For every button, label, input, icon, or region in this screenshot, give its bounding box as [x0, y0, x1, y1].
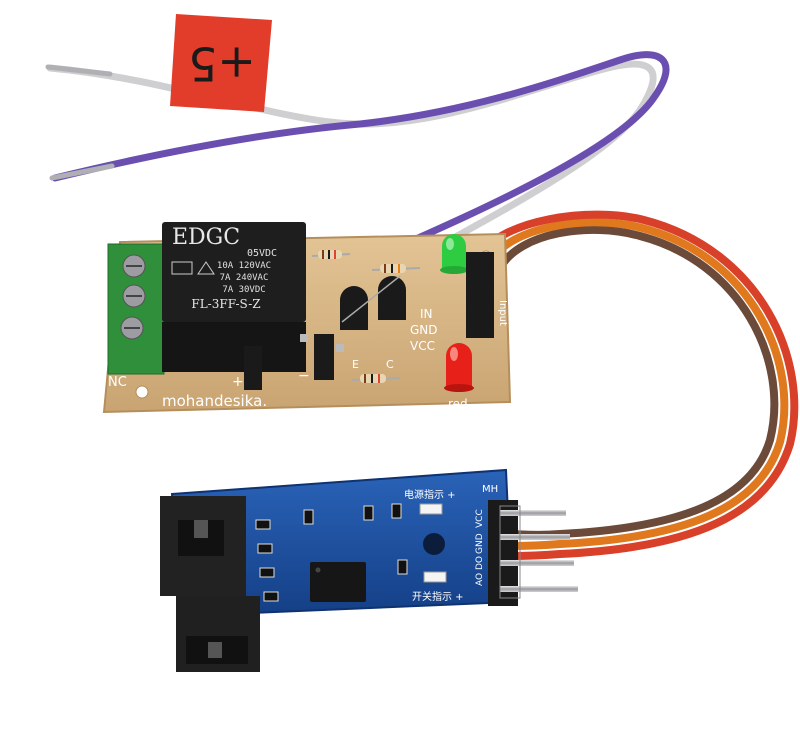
relay-model: FL-3FF-S-Z [191, 297, 260, 311]
switch-led [423, 571, 447, 583]
resistor-bottom [351, 374, 401, 383]
green-led [440, 234, 468, 274]
label-minus: − [298, 368, 310, 384]
warning-triangle-icon [197, 261, 215, 275]
relay-brand: EDGC [172, 225, 240, 250]
label-input: Input [497, 300, 508, 326]
resistor-top [311, 250, 351, 259]
label-in: IN [420, 307, 433, 321]
label-plus: + [232, 374, 244, 390]
smd-resistor [363, 505, 374, 521]
relay-rating-3: 7A 30VDC [222, 285, 265, 295]
wire-orange [486, 218, 789, 550]
power-indicator-label: 电源指示 + [404, 488, 456, 501]
label-gnd: GND [410, 323, 438, 337]
jumper-plus [244, 346, 262, 390]
relay-component: EDGC 05VDC 10A 120VAC 7A 240VAC 7A 30VDC… [162, 222, 306, 372]
smd-resistor [303, 509, 314, 525]
resistor-middle [371, 264, 421, 273]
red-led [444, 343, 474, 392]
jumper-minus [314, 334, 334, 380]
smd-resistor [263, 591, 279, 602]
label-red: red [448, 397, 468, 411]
switch-indicator-label: 开关指示 + [412, 590, 464, 603]
label-gnd: GND [475, 533, 485, 554]
transistor-1 [340, 286, 368, 330]
terminal-block [107, 243, 165, 375]
header-pins [499, 505, 578, 599]
label-ao: AO [475, 573, 485, 586]
wire-brown [496, 225, 779, 539]
smd-resistor [257, 543, 273, 554]
label-do: DO [475, 556, 485, 570]
sensor-board: 电源指示 + 开关指示 + MH VCC GND DO AO [160, 468, 578, 672]
tag-label: +5 [188, 37, 256, 91]
maker-label: mohandesika. [162, 392, 267, 410]
label-c: C [386, 358, 394, 371]
label-mh: MH [482, 484, 498, 495]
relay-rating-2: 7A 240VAC [220, 273, 269, 283]
smd-resistor [391, 503, 402, 519]
label-nc: NC [108, 375, 127, 390]
ic-chip [310, 562, 366, 602]
header-connector [466, 252, 494, 338]
power-led [419, 503, 443, 515]
white-wire-tip [45, 64, 113, 77]
smd-resistor [259, 567, 275, 578]
cert-mark-icon [171, 261, 193, 275]
label-e: E [352, 358, 359, 371]
label-vcc: VCC [410, 339, 435, 353]
relay-board: EDGC 05VDC 10A 120VAC 7A 240VAC 7A 30VDC… [102, 222, 512, 414]
relay-rating-1: 10A 120VAC [217, 261, 271, 271]
label-vcc: VCC [475, 509, 485, 528]
mount-hole [135, 385, 149, 399]
wire-red [476, 210, 799, 560]
ribbon-cable [476, 210, 799, 560]
smd-resistor [397, 559, 408, 575]
slot-sensor [160, 496, 260, 672]
relay-coil-voltage: 05VDC [247, 248, 277, 259]
red-tag: +5 [170, 14, 272, 112]
smd-resistor [255, 519, 271, 530]
potentiometer [423, 533, 445, 555]
purple-wire-tip [49, 163, 115, 181]
